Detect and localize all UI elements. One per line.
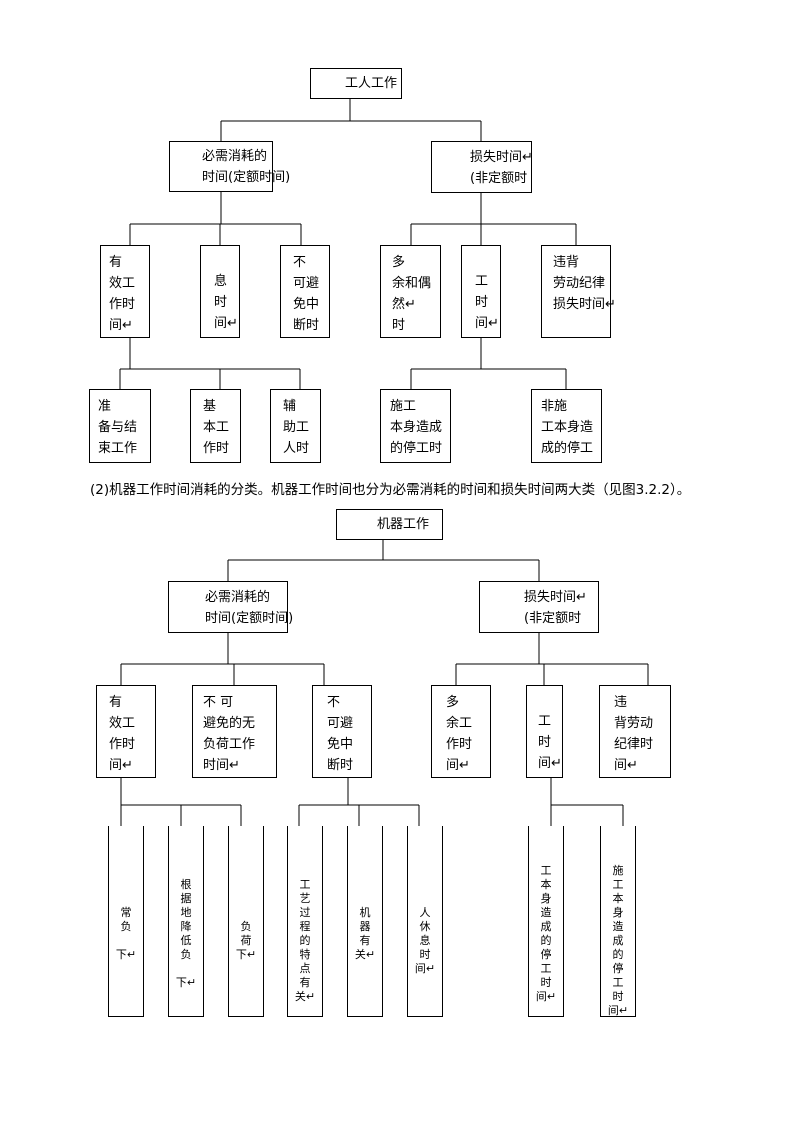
node-worker-loss-time: 损失时间↵ (非定额时 <box>431 141 533 193</box>
caption-text: (2)机器工作时间消耗的分类。机器工作时间也分为必需消耗的时间和损失时间两大类（… <box>90 482 691 498</box>
connector <box>550 778 624 826</box>
node-machine-discipline-loss: 违 背劳动 纪律时 间↵ <box>599 685 671 778</box>
node-machine-reduced-load: 根 据 地 降 低 负 下↵ <box>168 826 204 1017</box>
connector <box>129 192 302 245</box>
node-label: 根 据 地 降 低 负 下↵ <box>175 878 197 989</box>
node-machine-normal-load: 常 负 下↵ <box>108 826 144 1017</box>
node-label: 机器工作 <box>377 517 430 532</box>
node-machine-loss-time: 损失时间↵ (非定额时 <box>479 581 599 633</box>
node-label: 施工 本身造成 的停工时 <box>390 399 443 456</box>
node-label: 不 可避 免中 断时 <box>293 255 320 333</box>
node-worker-root: 工人工作 <box>310 68 402 99</box>
node-label: 损失时间↵ (非定额时 <box>524 590 587 626</box>
node-label: 人 休 息 时 间↵ <box>414 906 436 975</box>
node-label: 多 余工 作时 间↵ <box>446 695 473 773</box>
node-label: 不 可 避免的无 负荷工作 时间↵ <box>203 695 256 773</box>
node-machine-process-related: 工 艺 过 程 的 特 点 有 关↵ <box>287 826 323 1017</box>
node-label: 基 本工 作时 <box>203 399 230 456</box>
connector <box>220 99 482 141</box>
node-label: 不 可避 免中 断时 <box>327 695 354 773</box>
node-worker-rest-time: 息 时 间↵ <box>200 245 240 338</box>
node-worker-auxiliary: 辅 助工 人时 <box>270 389 321 463</box>
node-label: 负 荷 下↵ <box>235 920 257 961</box>
node-machine-root: 机器工作 <box>336 509 443 540</box>
node-label: 息 时 间↵ <box>214 274 238 331</box>
node-worker-excess-time: 多 余和偶 然↵ 时 <box>380 245 441 338</box>
connector <box>410 338 567 389</box>
node-label: 有 效工 作时 间↵ <box>109 255 136 333</box>
node-machine-worker-rest: 人 休 息 时 间↵ <box>407 826 443 1017</box>
node-label: 必需消耗的 时间(定额时间) <box>205 590 294 626</box>
node-label: 施 工 本 身 造 成 的 停 工 时 间↵ <box>607 864 629 1017</box>
node-machine-unavoidable-interruption: 不 可避 免中 断时 <box>312 685 372 778</box>
node-label: 多 余和偶 然↵ 时 <box>392 255 432 333</box>
node-label: 非施 工本身造 成的停工 <box>541 399 594 456</box>
node-machine-machine-related: 机 器 有 关↵ <box>347 826 383 1017</box>
node-worker-nonconstruction-stoppage: 非施 工本身造 成的停工 <box>531 389 602 463</box>
node-label: 工人工作 <box>345 76 398 91</box>
node-machine-construction-stoppage: 工 本 身 造 成 的 停 工 时 间↵ <box>528 826 564 1017</box>
connector <box>120 778 242 826</box>
node-label: 工 时 间↵ <box>475 274 499 331</box>
node-label: 工 艺 过 程 的 特 点 有 关↵ <box>294 878 316 1003</box>
connector <box>298 778 420 826</box>
node-label: 有 效工 作时 间↵ <box>109 695 136 773</box>
node-machine-unavoidable-noload: 不 可 避免的无 负荷工作 时间↵ <box>192 685 277 778</box>
node-machine-nonconstruction-stoppage: 施 工 本 身 造 成 的 停 工 时 间↵ <box>600 826 636 1017</box>
node-worker-preparation: 准 备与结 束工作 <box>89 389 151 463</box>
node-worker-stoppage-time: 工 时 间↵ <box>461 245 501 338</box>
node-label: 损失时间↵ (非定额时 <box>470 150 533 186</box>
node-label: 机 器 有 关↵ <box>354 906 376 961</box>
node-worker-unavoidable-interruption: 不 可避 免中 断时 <box>280 245 330 338</box>
node-machine-under-load: 负 荷 下↵ <box>228 826 264 1017</box>
connector <box>455 633 649 685</box>
node-worker-effective-time: 有 效工 作时 间↵ <box>100 245 150 338</box>
node-label: 违 背劳动 纪律时 间↵ <box>614 695 654 773</box>
node-label: 准 备与结 束工作 <box>98 399 138 456</box>
node-label: 辅 助工 人时 <box>283 399 310 456</box>
node-machine-necessary-time: 必需消耗的 时间(定额时间) <box>168 581 293 633</box>
node-label: 必需消耗的 时间(定额时间) <box>202 149 291 185</box>
connector <box>410 193 577 245</box>
node-label: 工 本 身 造 成 的 停 工 时 间↵ <box>535 864 557 1003</box>
node-machine-stoppage-time: 工 时 间↵ <box>526 685 563 778</box>
node-worker-basic-work: 基 本工 作时 <box>190 389 241 463</box>
node-worker-discipline-loss: 违背 劳动纪律 损失时间↵ <box>541 245 616 338</box>
node-label: 违背 劳动纪律 损失时间↵ <box>553 255 616 312</box>
node-machine-effective-time: 有 效工 作时 间↵ <box>96 685 156 778</box>
node-worker-necessary-time: 必需消耗的 时间(定额时间) <box>169 141 290 192</box>
node-label: 常 负 下↵ <box>115 906 137 961</box>
node-worker-construction-stoppage: 施工 本身造成 的停工时 <box>380 389 451 463</box>
connector <box>227 540 540 581</box>
connector <box>119 338 301 389</box>
node-label: 工 时 间↵ <box>538 714 562 771</box>
connector <box>120 633 325 685</box>
node-machine-excess-work: 多 余工 作时 间↵ <box>431 685 491 778</box>
